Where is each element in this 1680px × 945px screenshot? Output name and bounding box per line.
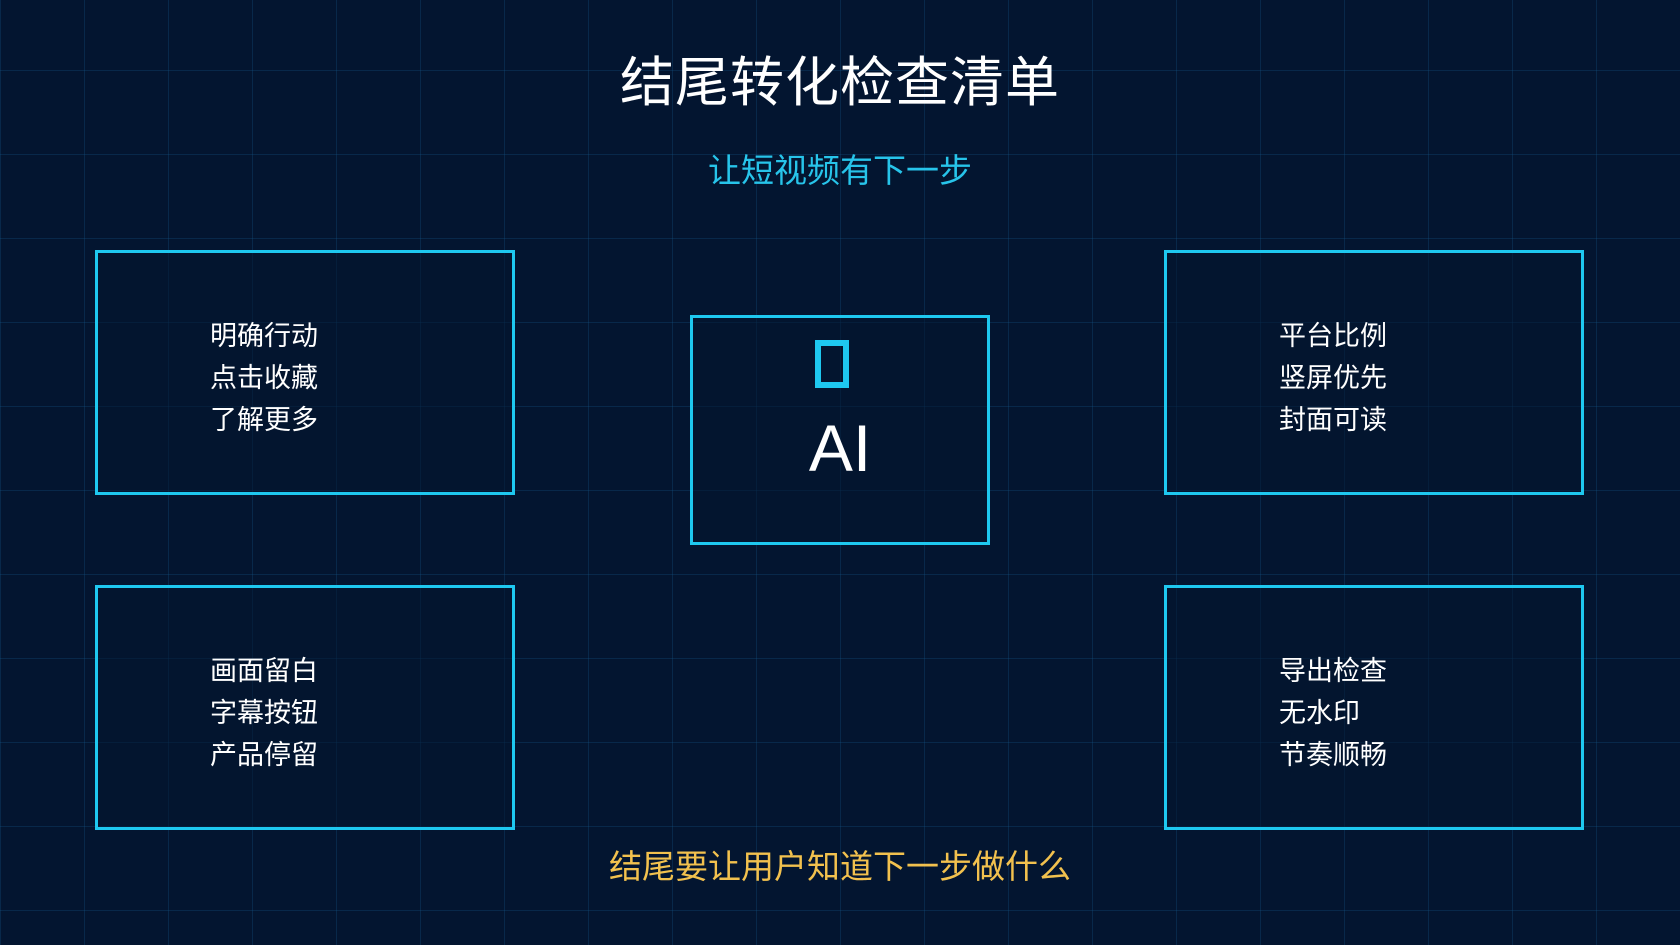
page-title: 结尾转化检查清单: [620, 51, 1060, 114]
card-line: 字幕按钮: [210, 698, 318, 729]
card-line: 封面可读: [1279, 405, 1387, 436]
card-bottom-left: 画面留白 字幕按钮 产品停留: [95, 585, 515, 830]
card-line: 节奏顺畅: [1279, 740, 1387, 771]
card-line: 竖屏优先: [1279, 363, 1387, 394]
card-line: 产品停留: [210, 740, 318, 771]
card-line: 导出检查: [1279, 656, 1387, 687]
card-line: 了解更多: [210, 405, 318, 436]
footer-note: 结尾要让用户知道下一步做什么: [609, 847, 1071, 886]
card-line: 画面留白: [210, 656, 318, 687]
page-subtitle: 让短视频有下一步: [708, 151, 972, 190]
card-text: 明确行动 点击收藏 了解更多: [210, 316, 318, 442]
card-top-right: 平台比例 竖屏优先 封面可读: [1164, 250, 1584, 495]
card-text: 平台比例 竖屏优先 封面可读: [1279, 316, 1387, 442]
card-line: 无水印: [1279, 698, 1360, 729]
card-line: 点击收藏: [210, 363, 318, 394]
center-ai-box: AI: [690, 315, 990, 545]
card-bottom-right: 导出检查 无水印 节奏顺畅: [1164, 585, 1584, 830]
card-line: 平台比例: [1279, 321, 1387, 352]
card-text: 画面留白 字幕按钮 产品停留: [210, 651, 318, 777]
center-label: AI: [808, 411, 872, 485]
box-outline-icon: [815, 340, 849, 388]
card-line: 明确行动: [210, 321, 318, 352]
card-top-left: 明确行动 点击收藏 了解更多: [95, 250, 515, 495]
card-text: 导出检查 无水印 节奏顺畅: [1279, 651, 1387, 777]
